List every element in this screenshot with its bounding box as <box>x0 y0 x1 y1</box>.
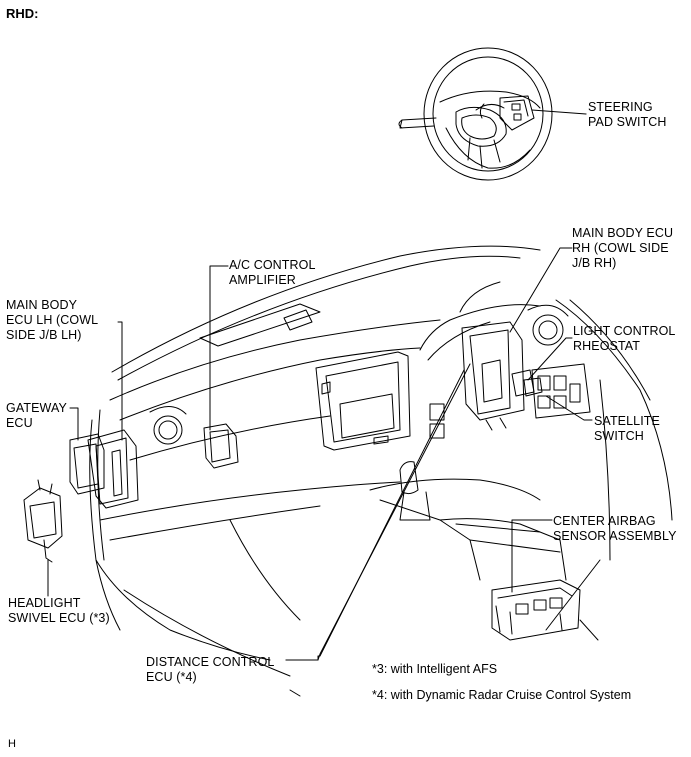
label-line: SENSOR ASSEMBLY <box>553 529 677 543</box>
label-ac-control-amplifier: A/C CONTROL AMPLIFIER <box>229 258 316 288</box>
label-line: J/B RH) <box>572 256 617 270</box>
label-line: SWIVEL ECU (*3) <box>8 611 110 625</box>
label-main-body-ecu-lh: MAIN BODY ECU LH (COWL SIDE J/B LH) <box>6 298 98 343</box>
label-line: ECU LH (COWL <box>6 313 99 327</box>
label-center-airbag-sensor-assembly: CENTER AIRBAG SENSOR ASSEMBLY <box>553 514 677 544</box>
illustration-code: H <box>8 738 16 750</box>
label-line: SIDE J/B LH) <box>6 328 82 342</box>
label-line: CENTER AIRBAG <box>553 514 656 528</box>
drive-side-heading: RHD: <box>6 6 39 21</box>
label-line: MAIN BODY <box>6 298 78 312</box>
footnote-4: *4: with Dynamic Radar Cruise Control Sy… <box>372 688 632 702</box>
label-line: A/C CONTROL <box>229 258 316 272</box>
label-line: STEERING <box>588 100 653 114</box>
label-line: RH (COWL SIDE <box>572 241 669 255</box>
label-line: PAD SWITCH <box>588 115 667 129</box>
footnote-3: *3: with Intelligent AFS <box>372 662 498 676</box>
label-line: GATEWAY <box>6 401 67 415</box>
label-line: LIGHT CONTROL <box>573 324 676 338</box>
label-line: SWITCH <box>594 429 644 443</box>
label-line: HEADLIGHT <box>8 596 81 610</box>
label-satellite-switch: SATELLITE SWITCH <box>594 414 660 444</box>
label-line: RHEOSTAT <box>573 339 641 353</box>
label-light-control-rheostat: LIGHT CONTROL RHEOSTAT <box>573 324 675 354</box>
label-headlight-swivel-ecu: HEADLIGHT SWIVEL ECU (*3) <box>8 596 110 626</box>
label-main-body-ecu-rh: MAIN BODY ECU RH (COWL SIDE J/B RH) <box>572 226 673 271</box>
label-distance-control-ecu: DISTANCE CONTROL ECU (*4) <box>146 655 274 685</box>
leader-lines <box>47 113 593 661</box>
label-line: MAIN BODY ECU <box>572 226 674 240</box>
label-gateway-ecu: GATEWAY ECU <box>6 401 67 431</box>
label-steering-pad-switch: STEERING PAD SWITCH <box>588 100 667 130</box>
steering-wheel-illustration <box>398 47 587 181</box>
label-line: SATELLITE <box>594 414 660 428</box>
label-line: AMPLIFIER <box>229 273 296 287</box>
dashboard-illustration <box>23 245 673 697</box>
label-line: DISTANCE CONTROL <box>146 655 275 669</box>
label-line: ECU <box>6 416 33 430</box>
label-line: ECU (*4) <box>146 670 197 684</box>
